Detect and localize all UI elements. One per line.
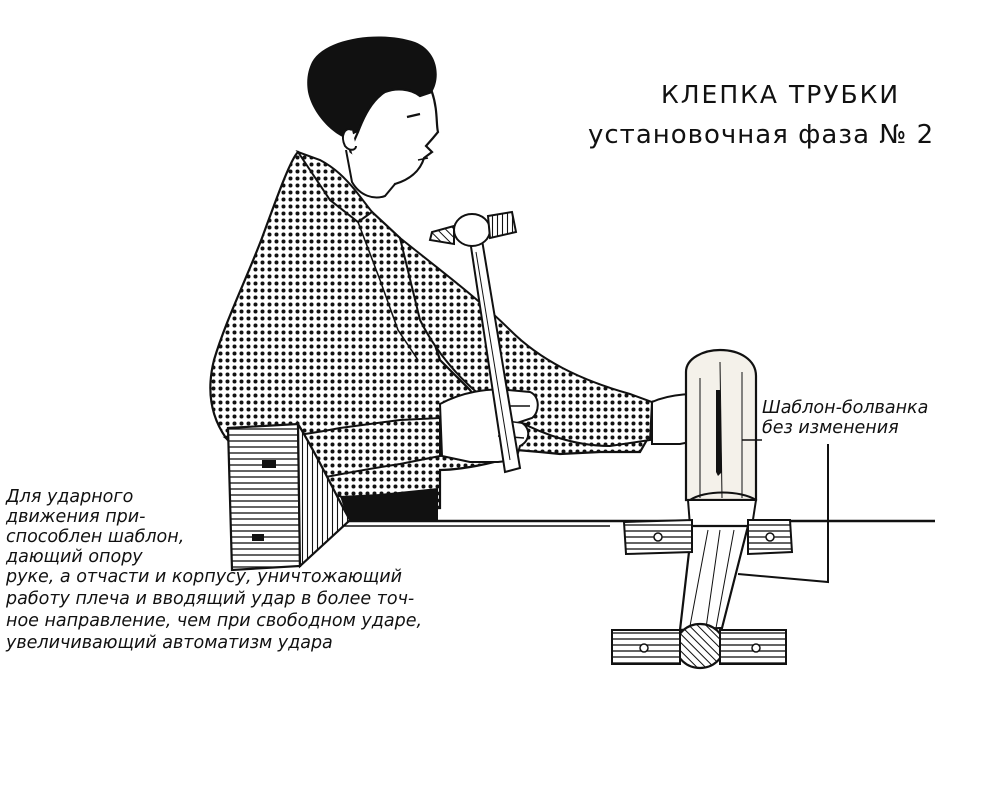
title-line-1: КЛЕПКА ТРУБКИ bbox=[661, 80, 901, 109]
bolt-hole-1 bbox=[653, 532, 663, 542]
trousers bbox=[340, 488, 438, 520]
pipe-collar-ring bbox=[689, 491, 757, 501]
support-block-mark bbox=[262, 460, 276, 468]
neck bbox=[345, 149, 396, 199]
support-label-line-2: движения при- bbox=[6, 507, 146, 527]
bolt-hole-3 bbox=[639, 643, 649, 653]
person-figure bbox=[209, 36, 723, 520]
hammer-head-center bbox=[453, 213, 491, 247]
template-label-line-2: без изменения bbox=[762, 418, 899, 438]
bolt-hole-4 bbox=[751, 643, 761, 653]
rivet bbox=[716, 390, 722, 476]
support-label-line-4: дающий опору bbox=[6, 547, 143, 567]
hammer-face bbox=[486, 210, 518, 240]
mandrel-grain bbox=[699, 361, 743, 499]
pipe-body bbox=[678, 524, 750, 632]
collar bbox=[295, 150, 374, 224]
bolt-hole-2 bbox=[765, 532, 775, 542]
mouth bbox=[417, 157, 429, 161]
pipe-grain bbox=[689, 529, 735, 629]
support-block-side bbox=[296, 419, 352, 569]
hair bbox=[307, 36, 437, 138]
template-label-line-1: Шаблон-болванка bbox=[762, 398, 929, 418]
pipe-collar bbox=[686, 499, 758, 527]
leader-line bbox=[737, 444, 829, 584]
hammer-peen bbox=[428, 224, 455, 246]
support-label-line-8: увеличивающий автоматизм удара bbox=[6, 633, 333, 653]
support-block-mark-2 bbox=[252, 534, 264, 541]
lapel-line bbox=[357, 221, 419, 361]
support-block-front bbox=[226, 422, 302, 572]
ear bbox=[342, 128, 357, 151]
hammer-handle-grain bbox=[475, 251, 511, 461]
eye bbox=[406, 112, 421, 119]
support-label-line-6: работу плеча и вводящий удар в более точ… bbox=[6, 589, 415, 609]
pipe-end bbox=[674, 622, 726, 670]
template-mandrel bbox=[611, 348, 794, 670]
title-line-2: установочная фаза № 2 bbox=[588, 120, 935, 150]
support-label-line-3: способлен шаблон, bbox=[6, 527, 185, 547]
support-label-line-7: ное направление, чем при свободном ударе… bbox=[6, 611, 423, 631]
support-label-line-1: Для ударного bbox=[6, 487, 134, 507]
support-label-line-5: руке, а отчасти и корпусу, уничтожающий bbox=[6, 567, 403, 587]
support-block bbox=[226, 419, 352, 572]
hammer bbox=[428, 210, 522, 474]
